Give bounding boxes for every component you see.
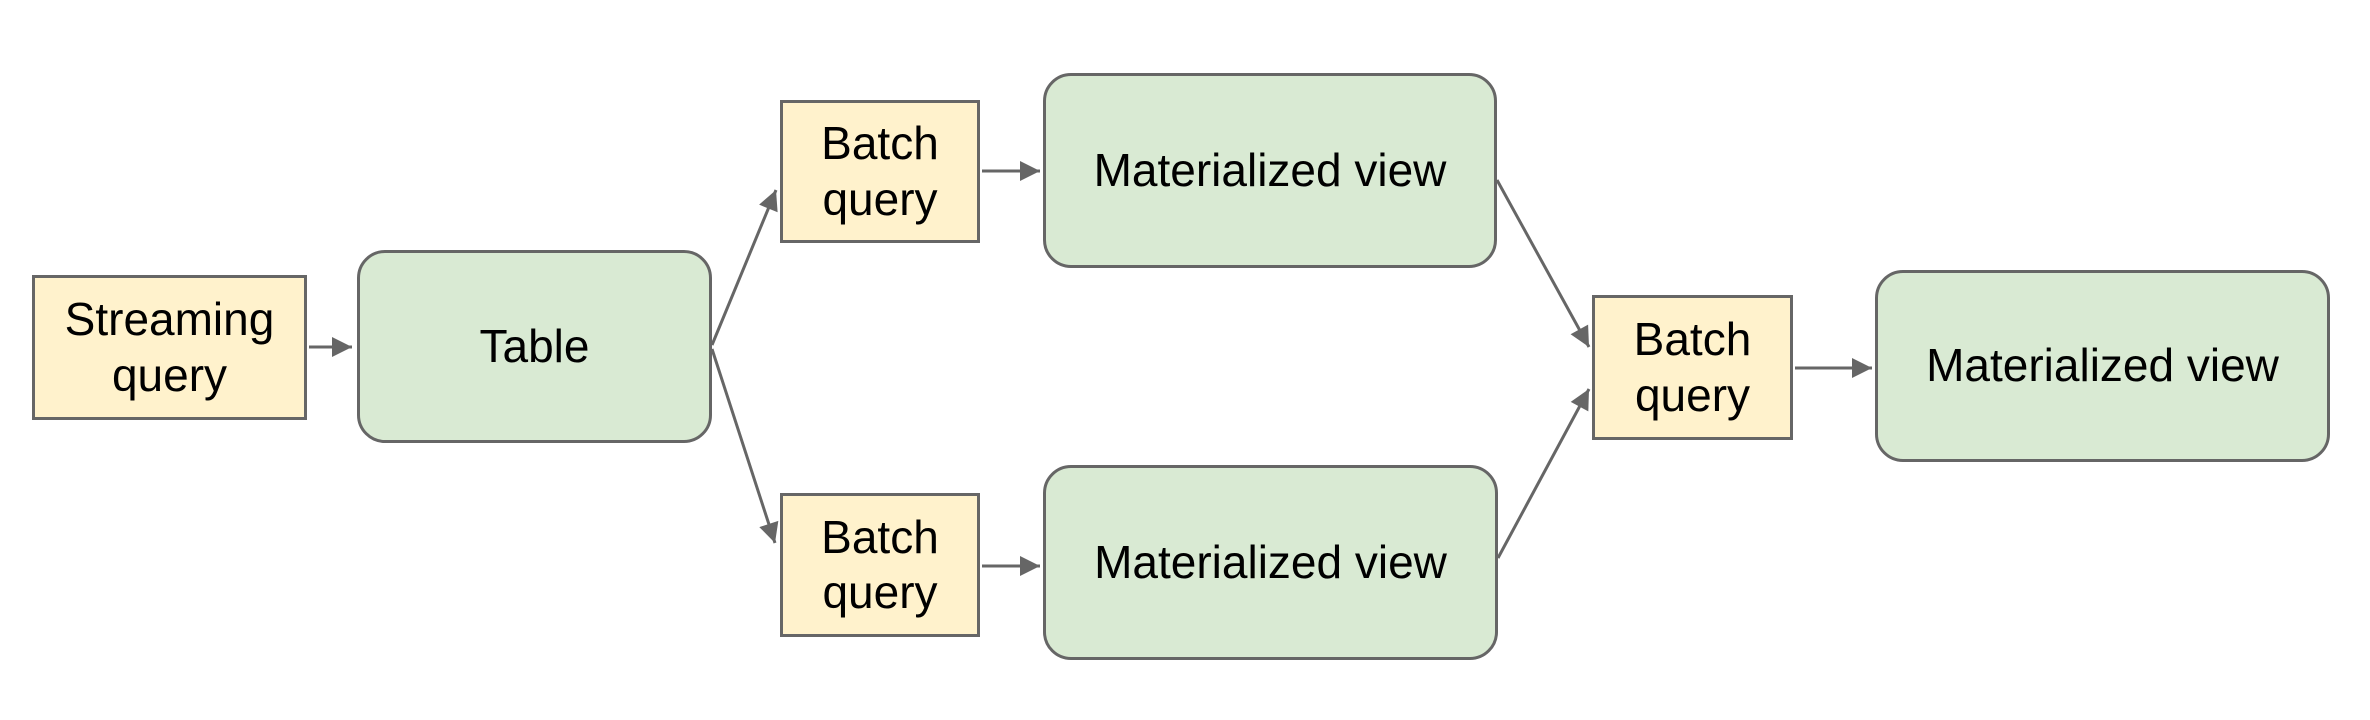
node-streaming-query-label: Streaming query	[64, 293, 275, 401]
node-table-label: Table	[479, 319, 590, 372]
node-batch-query-merge: Batch query	[1592, 295, 1793, 440]
connector-table-to-batch-top	[710, 189, 778, 346]
node-batch-query-merge-label: Batch query	[1633, 313, 1752, 421]
node-materialized-view-final: Materialized view	[1875, 270, 2330, 462]
connector-table-to-batch-bottom	[710, 348, 779, 544]
node-batch-query-bottom-label: Batch query	[821, 510, 939, 618]
node-materialized-view-bottom-label: Materialized view	[1094, 535, 1447, 588]
node-materialized-view-bottom: Materialized view	[1043, 465, 1498, 660]
connector-mv-top-to-batch-merge	[1495, 179, 1591, 348]
node-streaming-query: Streaming query	[32, 275, 307, 420]
node-materialized-view-top-label: Materialized view	[1093, 143, 1447, 196]
node-materialized-view-final-label: Materialized view	[1926, 339, 2279, 392]
node-batch-query-top: Batch query	[780, 100, 980, 243]
connector-mv-bottom-to-batch-merge	[1496, 388, 1591, 559]
node-materialized-view-top: Materialized view	[1043, 73, 1497, 268]
node-batch-query-top-label: Batch query	[821, 117, 939, 225]
node-batch-query-bottom: Batch query	[780, 493, 980, 637]
node-table: Table	[357, 250, 712, 443]
